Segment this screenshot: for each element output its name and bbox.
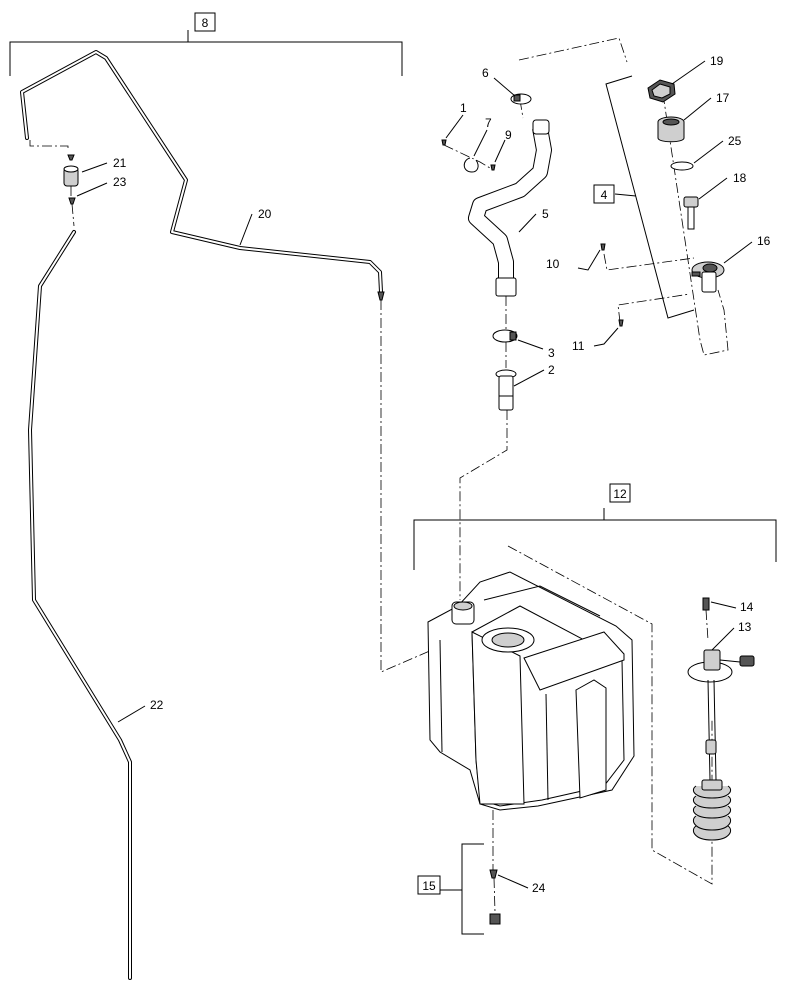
part-2 xyxy=(495,369,517,411)
fuel-tank xyxy=(427,571,635,811)
callout-2: 2 xyxy=(548,363,555,377)
callout-8: 8 xyxy=(202,16,209,30)
part-9 xyxy=(490,164,496,171)
part-1 xyxy=(441,139,447,146)
callout-19: 19 xyxy=(710,54,724,68)
tube-22 xyxy=(28,230,132,980)
part-16 xyxy=(691,261,725,293)
part-11 xyxy=(618,319,624,327)
group-bracket-12: 12 xyxy=(413,483,777,570)
part-24 xyxy=(489,869,498,879)
callout-17: 17 xyxy=(716,91,730,105)
part-21 xyxy=(63,165,79,187)
callout-3: 3 xyxy=(548,346,555,360)
callout-11: 11 xyxy=(572,339,585,353)
part-17 xyxy=(657,116,685,143)
callout-20: 20 xyxy=(258,207,272,221)
part-6-clamp xyxy=(510,93,532,105)
callout-13: 13 xyxy=(738,620,752,634)
callout-15: 15 xyxy=(422,879,436,893)
callout-9: 9 xyxy=(505,128,512,142)
part-14 xyxy=(702,597,710,611)
callout-7: 7 xyxy=(485,116,492,130)
group-bracket-8: 8 xyxy=(9,12,403,76)
group-bracket-15: 15 xyxy=(417,843,484,935)
part-10 xyxy=(600,243,606,251)
callout-12: 12 xyxy=(613,487,627,501)
callout-21: 21 xyxy=(113,156,127,170)
callout-23: 23 xyxy=(113,175,127,189)
hose-5 xyxy=(468,119,552,297)
callout-18: 18 xyxy=(733,171,747,185)
tube-20 xyxy=(20,50,385,301)
callout-22: 22 xyxy=(150,698,164,712)
part-13-sender xyxy=(687,649,755,841)
part-23 xyxy=(68,197,76,205)
callout-25: 25 xyxy=(728,134,742,148)
callout-14: 14 xyxy=(740,600,754,614)
part-18 xyxy=(683,196,699,230)
callout-5: 5 xyxy=(542,207,549,221)
drain-plug xyxy=(489,913,501,925)
callout-10: 10 xyxy=(546,257,560,271)
callout-16: 16 xyxy=(757,234,771,248)
part-25-ring xyxy=(670,161,694,171)
part-19-cap xyxy=(647,79,676,103)
callout-1: 1 xyxy=(460,101,467,115)
group-bracket-4: 4 xyxy=(593,75,695,319)
part-23-top xyxy=(67,154,75,161)
callout-24: 24 xyxy=(532,881,546,895)
callout-4: 4 xyxy=(601,188,608,202)
part-7-clip xyxy=(463,157,479,173)
callout-6: 6 xyxy=(482,66,489,80)
part-3-clamp xyxy=(492,329,518,343)
